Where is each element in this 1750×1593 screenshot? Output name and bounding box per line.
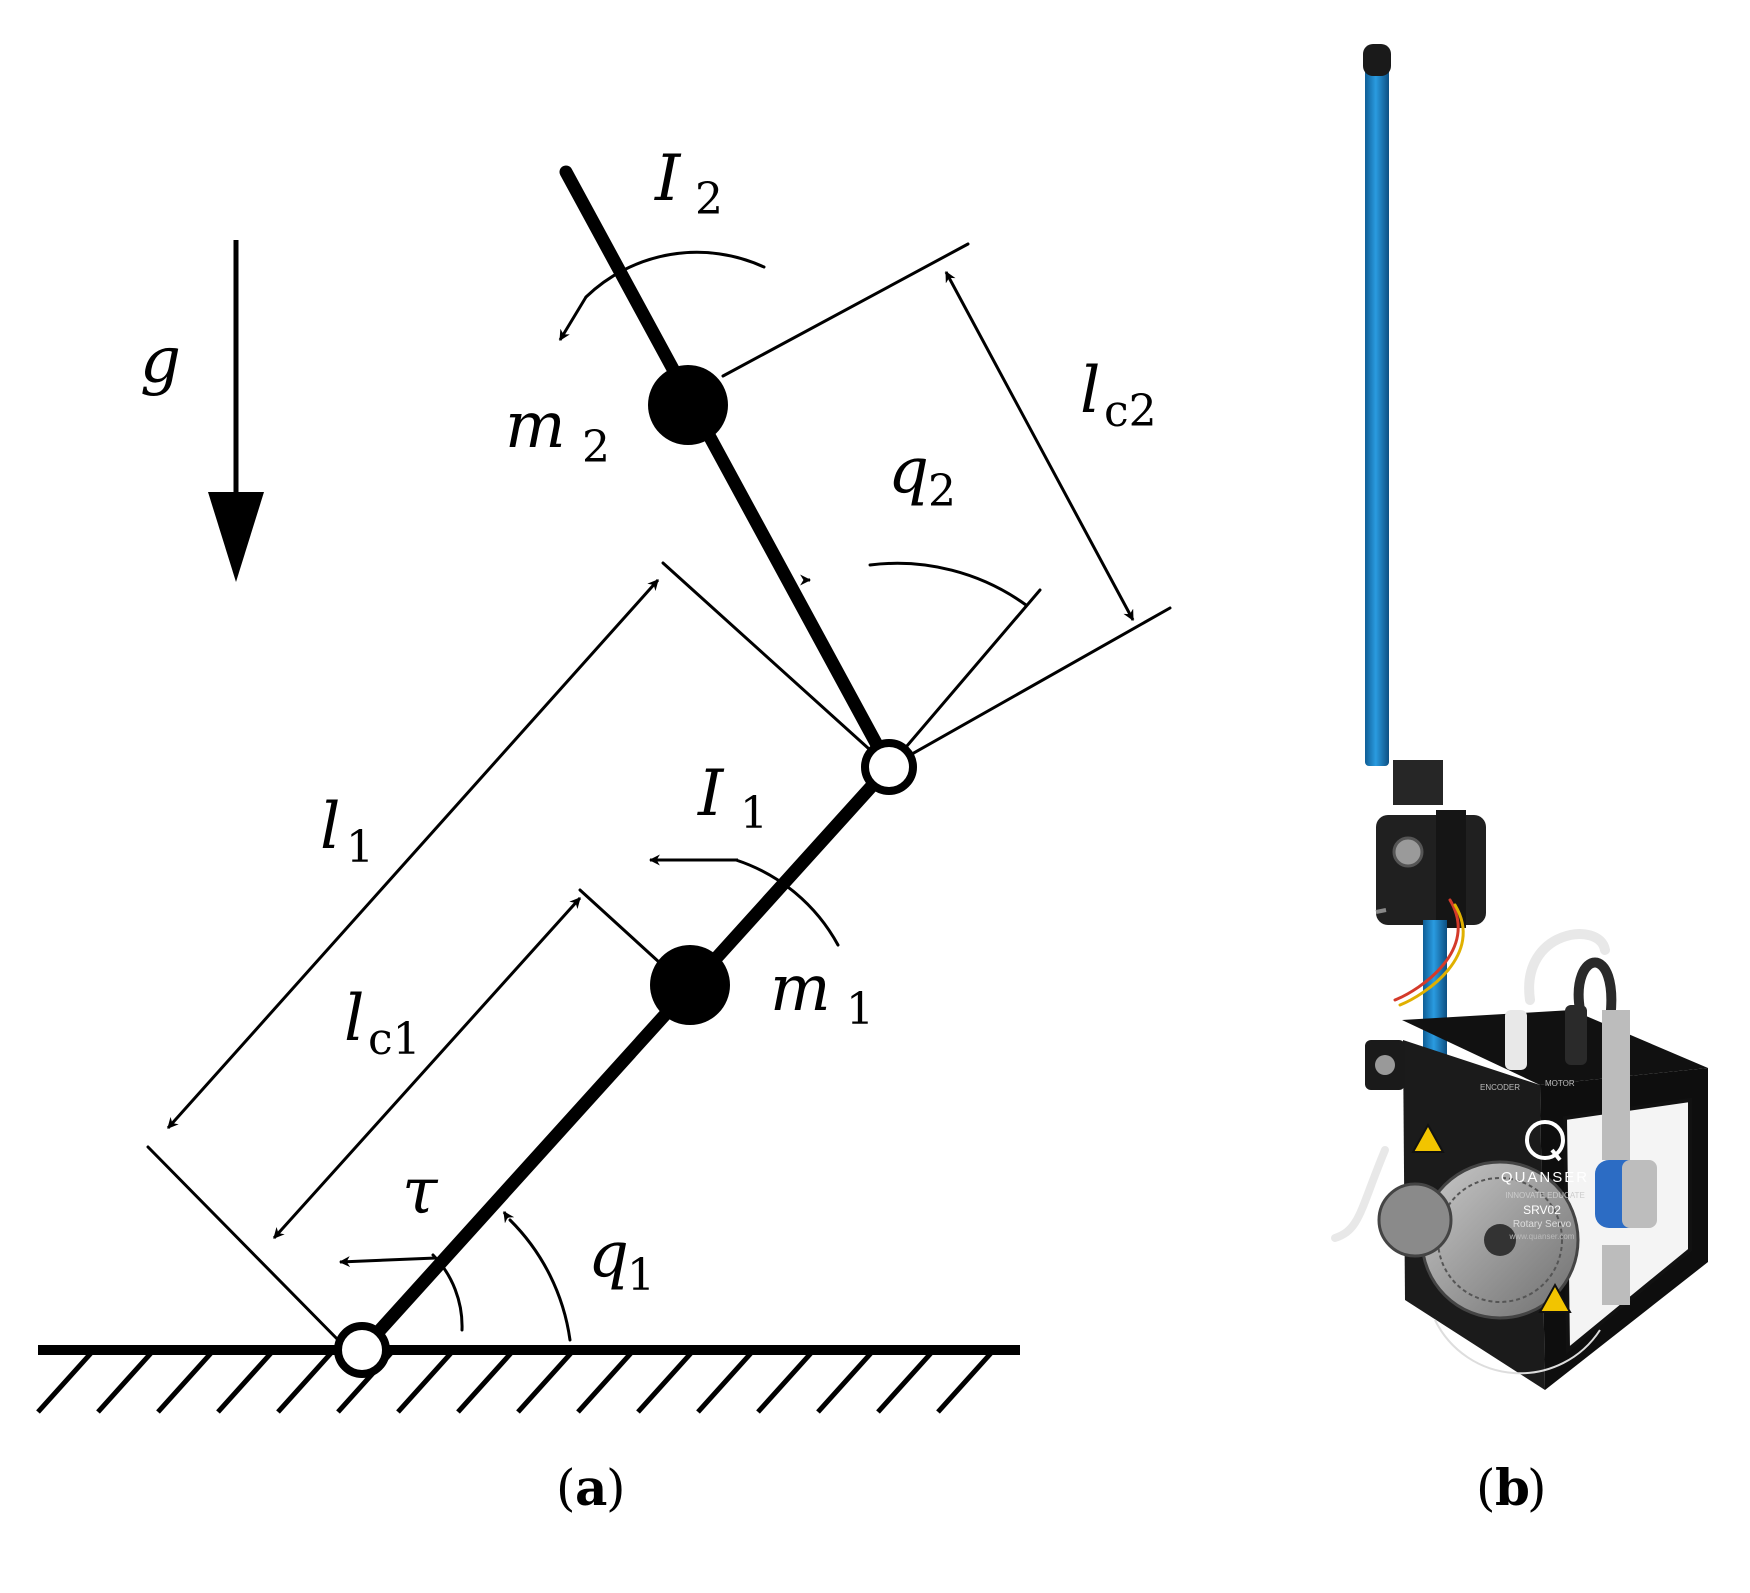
schematic-panel-a: g I 2 m 2 l c2 q 2 l 1 I 1 m 1 — [36, 142, 1172, 1414]
svg-text:l: l — [344, 982, 364, 1056]
svg-text:): ) — [1527, 1459, 1547, 1517]
svg-text:b: b — [1495, 1458, 1530, 1517]
svg-text:a: a — [575, 1458, 607, 1517]
svg-text:2: 2 — [582, 422, 610, 473]
svg-text:1: 1 — [346, 822, 374, 873]
svg-text:2: 2 — [928, 466, 956, 517]
svg-text:1: 1 — [740, 788, 768, 839]
device-brand: QUANSER — [1501, 1169, 1589, 1186]
device-website: www.quanser.com — [1509, 1232, 1575, 1241]
svg-text:1: 1 — [627, 1250, 655, 1301]
label-m1: m 1 — [770, 952, 874, 1035]
pendulum-joint-block — [1375, 760, 1486, 928]
label-lc2: l c2 — [1080, 354, 1157, 437]
label-g: g — [140, 324, 181, 398]
svg-text:τ: τ — [402, 1155, 439, 1229]
device-port-motor: MOTOR — [1545, 1079, 1575, 1088]
caption-b: ( b ) — [1476, 1458, 1547, 1517]
device-model: SRV02 — [1523, 1203, 1561, 1217]
svg-text:): ) — [606, 1459, 626, 1517]
svg-text:l: l — [1080, 354, 1100, 428]
mass-2 — [648, 365, 728, 445]
svg-text:(: ( — [1476, 1459, 1496, 1517]
caption-a: ( a ) — [556, 1458, 626, 1517]
label-l1: l 1 — [320, 790, 374, 873]
label-q2: q 2 — [888, 434, 956, 517]
pendulum-rod — [1363, 44, 1391, 766]
elbow-joint — [861, 739, 917, 795]
servo-device: QUANSER INNOVATE EDUCATE SRV02 Rotary Se… — [1365, 1005, 1708, 1390]
device-product: Rotary Servo — [1513, 1219, 1572, 1230]
label-I1: I 1 — [697, 757, 768, 839]
links — [355, 165, 896, 1357]
label-I2: I 2 — [654, 142, 723, 225]
svg-text:q: q — [888, 434, 929, 508]
label-lc1: l c1 — [344, 982, 421, 1065]
label-m2: m 2 — [505, 389, 610, 473]
svg-text:m: m — [770, 952, 831, 1026]
link-2 — [559, 165, 896, 774]
ground — [36, 1345, 1020, 1414]
dimension-arrows — [166, 271, 1135, 1268]
svg-text:g: g — [140, 324, 181, 398]
label-tau: τ — [402, 1155, 439, 1229]
svg-text:c2: c2 — [1104, 386, 1157, 437]
gravity-arrow — [208, 240, 264, 582]
svg-text:I: I — [697, 757, 725, 831]
svg-text:1: 1 — [846, 984, 874, 1035]
label-q1: q 1 — [588, 1218, 655, 1301]
svg-text:I: I — [654, 142, 682, 216]
cables — [1331, 898, 1617, 1242]
svg-text:(: ( — [556, 1459, 576, 1517]
link-1 — [355, 760, 896, 1357]
svg-text:l: l — [320, 790, 340, 864]
svg-text:q: q — [588, 1218, 629, 1292]
base-joint — [334, 1322, 390, 1378]
svg-text:c1: c1 — [368, 1014, 421, 1065]
svg-text:2: 2 — [695, 174, 723, 225]
mass-1 — [650, 945, 730, 1025]
device-photo-panel-b: QUANSER INNOVATE EDUCATE SRV02 Rotary Se… — [1331, 44, 1708, 1390]
device-port-encoder: ENCODER — [1480, 1083, 1520, 1092]
svg-text:m: m — [505, 389, 566, 463]
device-tagline: INNOVATE EDUCATE — [1505, 1191, 1585, 1200]
